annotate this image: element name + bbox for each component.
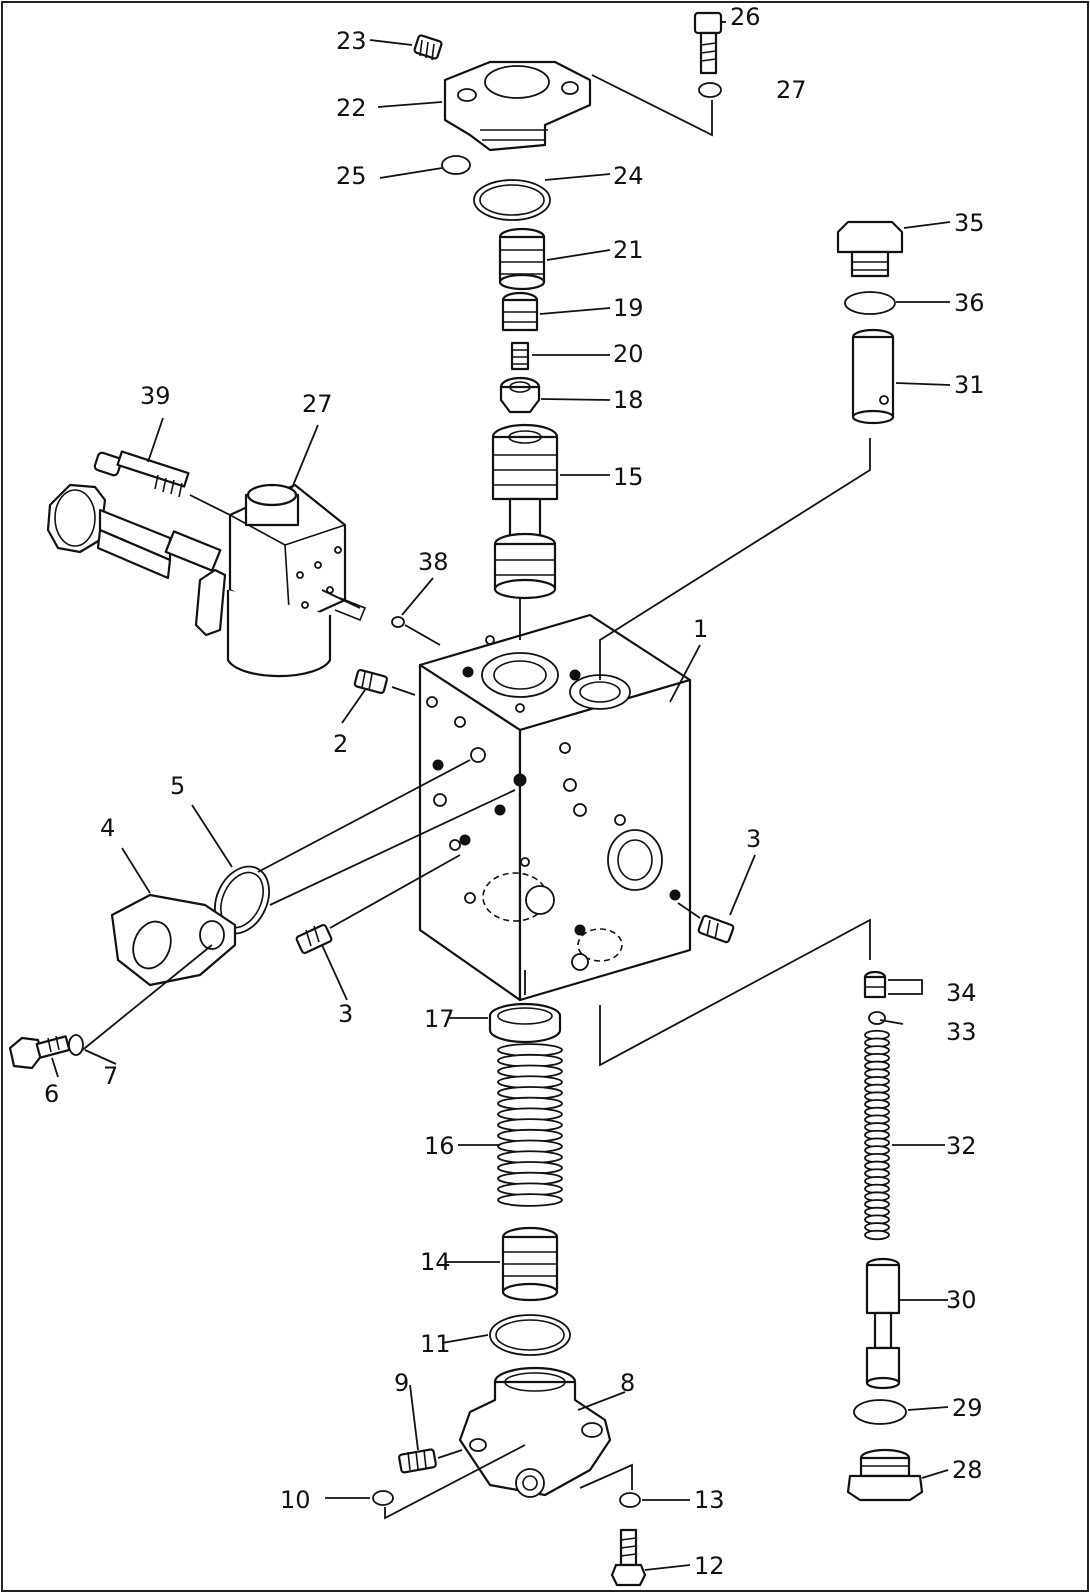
- label-16: 16: [424, 1132, 455, 1160]
- label-15: 15: [613, 463, 644, 491]
- label-21: 21: [613, 236, 644, 264]
- spring-32: [864, 1029, 890, 1241]
- flange-4: [79, 893, 237, 1053]
- o-ring-10: [372, 1490, 394, 1506]
- label-36: 36: [954, 289, 985, 317]
- label-30: 30: [946, 1286, 977, 1314]
- o-ring-25: [441, 155, 471, 175]
- main-spool-15: [491, 423, 559, 600]
- label-29: 29: [952, 1394, 983, 1422]
- label-26: 26: [730, 3, 761, 31]
- label-11: 11: [420, 1330, 451, 1358]
- plug-3-right: [677, 902, 735, 944]
- o-ring-11: [489, 1314, 571, 1356]
- bolt-6: [8, 1035, 71, 1070]
- label-24: 24: [613, 162, 644, 190]
- label-23: 23: [336, 27, 367, 55]
- o-ring-29: [853, 1399, 907, 1425]
- label-31: 31: [954, 371, 985, 399]
- ring-17: [488, 1002, 562, 1044]
- piece-34: [863, 970, 923, 999]
- label-10: 10: [280, 1486, 311, 1514]
- label-9: 9: [394, 1369, 409, 1397]
- washer13-path: [579, 1463, 633, 1490]
- label-35: 35: [954, 209, 985, 237]
- label-22: 22: [336, 94, 367, 122]
- label-5: 5: [170, 772, 185, 800]
- label-32: 32: [946, 1132, 977, 1160]
- label-18: 18: [613, 386, 644, 414]
- label-38: 38: [418, 548, 449, 576]
- label-6: 6: [44, 1080, 59, 1108]
- label-19: 19: [613, 294, 644, 322]
- spring-coil: [497, 1193, 563, 1207]
- label-39: 39: [140, 382, 171, 410]
- plug-3-left: [295, 854, 461, 955]
- seat-18: [499, 376, 541, 414]
- label-12: 12: [694, 1552, 725, 1580]
- cap-35: [836, 220, 904, 278]
- label-34: 34: [946, 979, 977, 1007]
- plug-28: [846, 1448, 924, 1502]
- bottom-cover-8: [458, 1366, 612, 1498]
- o-ring-24: [473, 179, 551, 221]
- bolt-26: [693, 11, 723, 75]
- solenoid-27: [46, 483, 367, 678]
- sleeve-path: [599, 438, 871, 680]
- ring10-path: [384, 1444, 526, 1520]
- ring5-path-b: [269, 789, 516, 906]
- o-ring-38: [391, 616, 405, 628]
- plunger-30: [865, 1257, 901, 1390]
- washer-13: [619, 1492, 641, 1508]
- spring-16: [497, 1043, 563, 1207]
- label-17: 17: [424, 1005, 455, 1033]
- ring38-path: [404, 624, 441, 646]
- plug-2: [353, 668, 416, 696]
- label-28: 28: [952, 1456, 983, 1484]
- label-14: 14: [420, 1248, 451, 1276]
- label-8: 8: [620, 1369, 635, 1397]
- label-3-right: 3: [746, 825, 761, 853]
- label-7: 7: [103, 1062, 118, 1090]
- leader-lines: [51, 21, 951, 1571]
- label-33: 33: [946, 1018, 977, 1046]
- plug-9: [398, 1448, 463, 1474]
- ring5-path-a: [257, 759, 471, 873]
- label-4: 4: [100, 814, 115, 842]
- piston-19: [501, 291, 539, 332]
- label-1: 1: [693, 615, 708, 643]
- right-lower-path: [599, 918, 871, 1067]
- top-cover: [443, 60, 592, 152]
- bolt-12: [610, 1528, 647, 1587]
- washer-7: [68, 1034, 84, 1056]
- label-3-left: 3: [338, 1000, 353, 1028]
- cover-bolt-path: [591, 74, 713, 137]
- label-2: 2: [333, 730, 348, 758]
- spring-coil: [864, 1229, 890, 1241]
- washer-27: [698, 82, 722, 98]
- piece-33: [868, 1011, 886, 1025]
- label-13: 13: [694, 1486, 725, 1514]
- sleeve-31: [851, 328, 895, 425]
- piston-14: [501, 1226, 559, 1302]
- part-labels: 23 22 25 24 21 19 20 18 15 26 27 35 36 3…: [44, 3, 985, 1580]
- label-27-top: 27: [776, 76, 807, 104]
- spool-piece-21: [498, 227, 546, 291]
- label-20: 20: [613, 340, 644, 368]
- label-25: 25: [336, 162, 367, 190]
- label-27-solenoid: 27: [302, 390, 333, 418]
- o-ring-36: [844, 291, 896, 315]
- plug-23: [413, 34, 443, 61]
- spring-20: [510, 341, 530, 371]
- valve-body: [418, 613, 692, 1002]
- bolt-39: [93, 450, 231, 516]
